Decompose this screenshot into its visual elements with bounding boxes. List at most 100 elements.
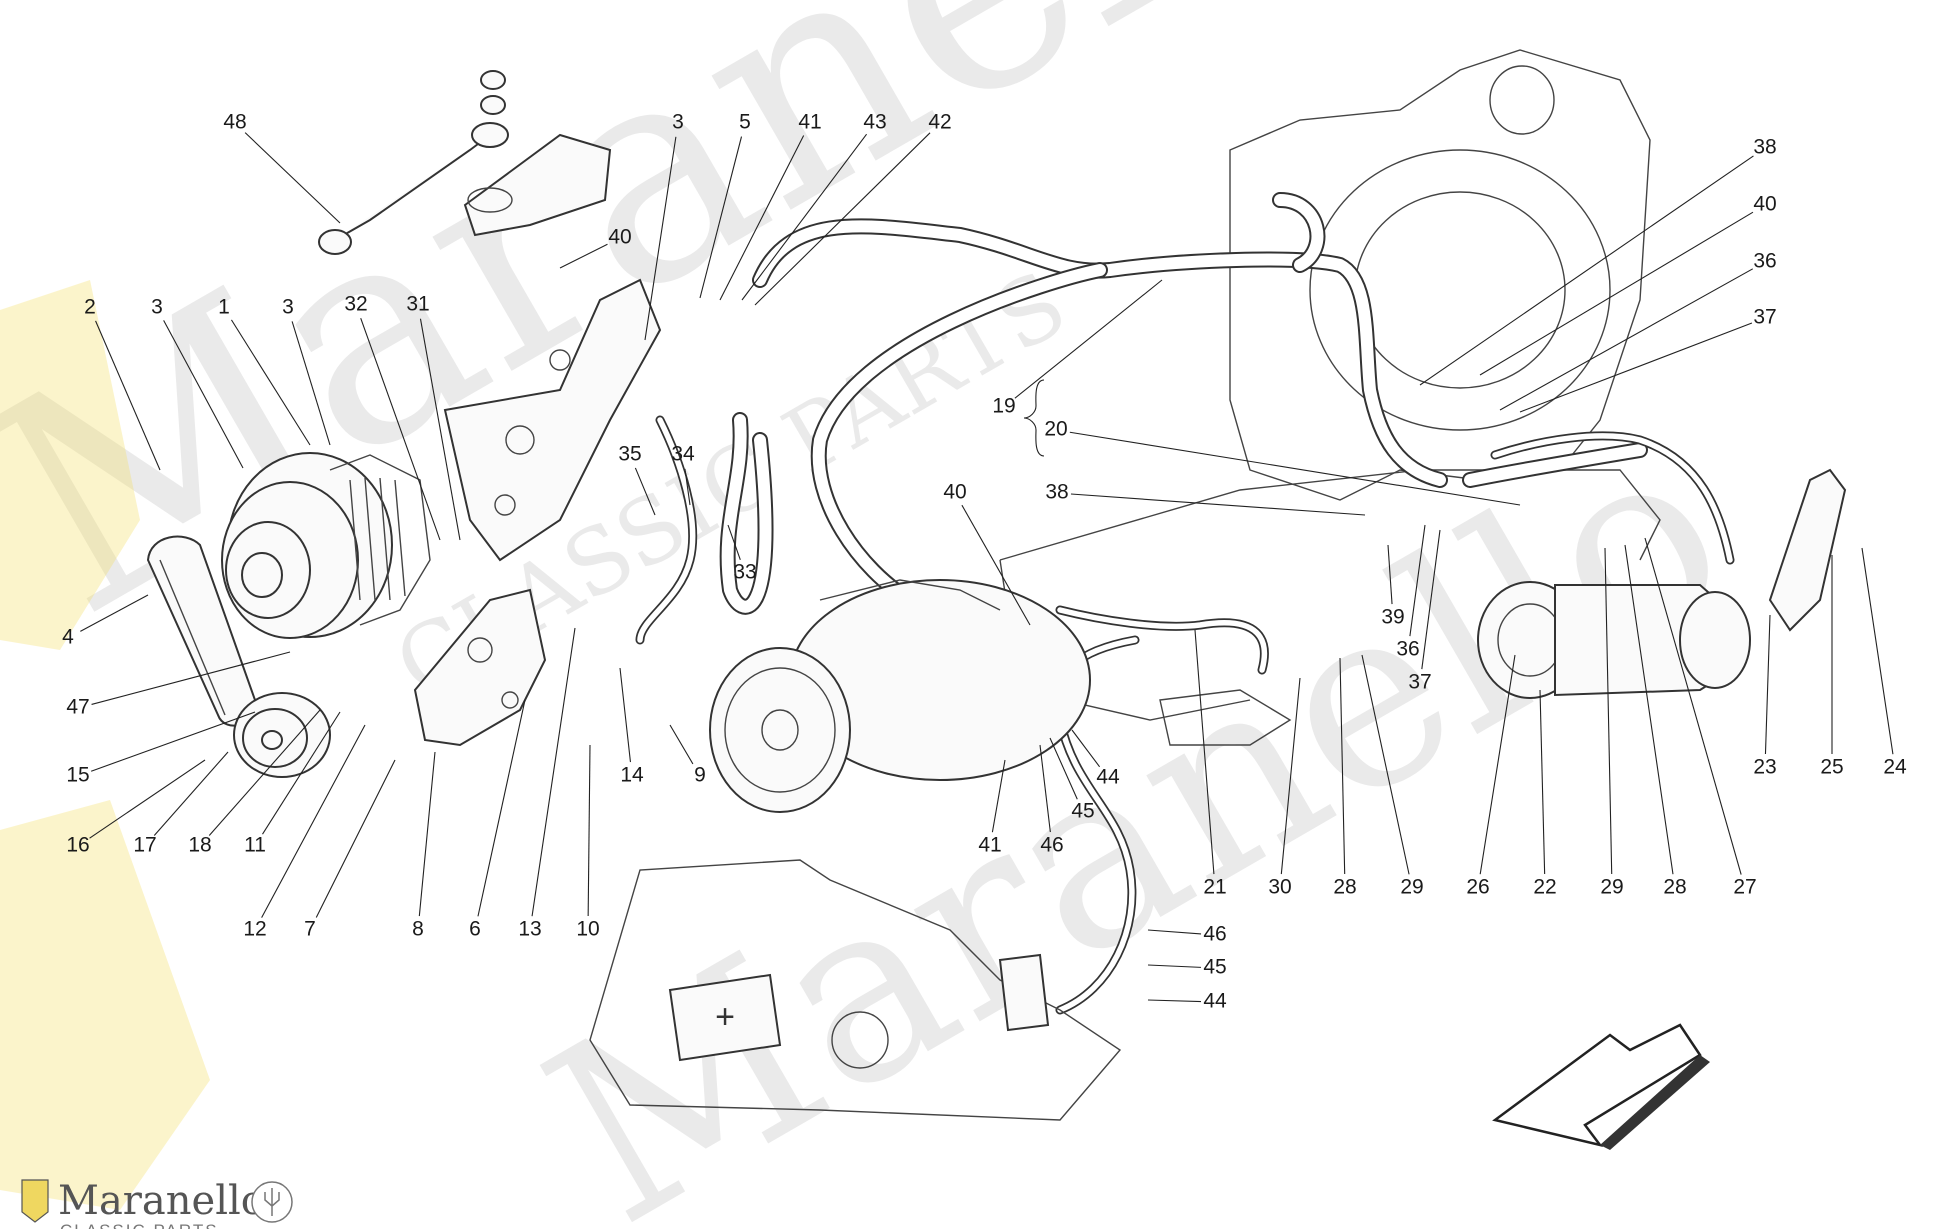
callout-c15[interactable]: 15 [66, 711, 256, 787]
callout-c45a[interactable]: 45 [1049, 737, 1095, 823]
callout-c4[interactable]: 4 [62, 594, 149, 649]
part-number-label[interactable]: 42 [928, 111, 951, 134]
part-number-label[interactable]: 16 [66, 834, 89, 857]
callout-c27[interactable]: 27 [1644, 537, 1757, 899]
callout-c35[interactable]: 35 [618, 443, 656, 516]
callout-c37b[interactable]: 37 [1408, 529, 1441, 694]
part-number-label[interactable]: 15 [66, 764, 89, 787]
part-number-label[interactable]: 37 [1408, 671, 1431, 694]
part-number-label[interactable]: 6 [469, 918, 481, 941]
part-number-label[interactable]: 27 [1733, 876, 1756, 899]
callout-c34[interactable]: 34 [671, 443, 695, 506]
callout-c46b[interactable]: 46 [1147, 923, 1227, 946]
callout-c37a[interactable]: 37 [1519, 306, 1777, 413]
part-number-label[interactable]: 14 [620, 764, 644, 787]
callout-c12[interactable]: 12 [243, 724, 366, 941]
part-number-label[interactable]: 48 [223, 111, 246, 134]
callout-c2[interactable]: 2 [84, 296, 161, 471]
callout-c38a[interactable]: 38 [1419, 136, 1777, 386]
callout-c23[interactable]: 23 [1753, 614, 1777, 779]
part-number-label[interactable]: 35 [618, 443, 641, 466]
callout-c1[interactable]: 1 [218, 296, 311, 446]
part-number-label[interactable]: 41 [978, 834, 1001, 857]
callout-c9[interactable]: 9 [669, 724, 706, 787]
part-number-label[interactable]: 4 [62, 626, 74, 649]
callout-c19[interactable]: 19 [992, 279, 1163, 418]
callout-c43[interactable]: 43 [741, 111, 887, 301]
callout-c33[interactable]: 33 [727, 524, 757, 584]
part-number-label[interactable]: 43 [863, 111, 886, 134]
part-number-label[interactable]: 45 [1071, 800, 1094, 823]
part-number-label[interactable]: 28 [1333, 876, 1356, 899]
part-number-label[interactable]: 40 [943, 481, 966, 504]
part-number-label[interactable]: 46 [1040, 834, 1063, 857]
callout-c17[interactable]: 17 [133, 751, 229, 857]
callout-c3b[interactable]: 3 [151, 296, 244, 469]
part-number-label[interactable]: 3 [151, 296, 163, 319]
callout-c28a[interactable]: 28 [1333, 657, 1357, 899]
callout-c36a[interactable]: 36 [1499, 250, 1777, 411]
callout-c26[interactable]: 26 [1466, 654, 1516, 899]
callout-c8[interactable]: 8 [412, 751, 436, 941]
callout-c45b[interactable]: 45 [1147, 956, 1227, 979]
part-number-label[interactable]: 1 [218, 296, 230, 319]
callout-c32[interactable]: 32 [344, 293, 441, 541]
part-number-label[interactable]: 24 [1883, 756, 1907, 779]
part-number-label[interactable]: 2 [84, 296, 96, 319]
part-number-label[interactable]: 40 [608, 226, 631, 249]
part-number-label[interactable]: 7 [304, 918, 316, 941]
part-number-label[interactable]: 21 [1203, 876, 1226, 899]
part-number-label[interactable]: 46 [1203, 923, 1226, 946]
part-number-label[interactable]: 22 [1533, 876, 1556, 899]
callout-c3c[interactable]: 3 [282, 296, 331, 446]
part-number-label[interactable]: 13 [518, 918, 541, 941]
part-number-label[interactable]: 26 [1466, 876, 1489, 899]
part-number-label[interactable]: 18 [188, 834, 211, 857]
part-number-label[interactable]: 36 [1396, 638, 1419, 661]
callout-c38b[interactable]: 38 [1045, 481, 1366, 516]
part-number-label[interactable]: 12 [243, 918, 266, 941]
part-number-label[interactable]: 38 [1045, 481, 1068, 504]
part-number-label[interactable]: 44 [1096, 766, 1120, 789]
callout-c24[interactable]: 24 [1861, 547, 1907, 779]
part-number-label[interactable]: 9 [694, 764, 706, 787]
part-number-label[interactable]: 38 [1753, 136, 1776, 159]
part-number-label[interactable]: 29 [1600, 876, 1623, 899]
callout-c48[interactable]: 48 [223, 111, 341, 224]
callout-c22[interactable]: 22 [1533, 689, 1557, 899]
callout-c6[interactable]: 6 [469, 699, 526, 941]
callout-c39[interactable]: 39 [1381, 544, 1405, 629]
callout-c30[interactable]: 30 [1268, 677, 1301, 899]
callout-c5[interactable]: 5 [699, 111, 751, 299]
part-number-label[interactable]: 41 [798, 111, 821, 134]
callout-c14[interactable]: 14 [619, 667, 644, 787]
callout-c25[interactable]: 25 [1820, 555, 1844, 779]
callout-c29b[interactable]: 29 [1600, 547, 1624, 899]
callout-c13[interactable]: 13 [518, 627, 576, 941]
part-number-label[interactable]: 20 [1044, 418, 1067, 441]
part-number-label[interactable]: 34 [671, 443, 695, 466]
callout-c44a[interactable]: 44 [1071, 729, 1120, 789]
callout-c46a[interactable]: 46 [1039, 744, 1064, 857]
part-number-label[interactable]: 8 [412, 918, 424, 941]
callout-c7[interactable]: 7 [304, 759, 396, 941]
callout-c11[interactable]: 11 [244, 711, 341, 857]
part-number-label[interactable]: 19 [992, 395, 1015, 418]
part-number-label[interactable]: 25 [1820, 756, 1843, 779]
callout-c40a[interactable]: 40 [559, 226, 632, 269]
callout-c28b[interactable]: 28 [1624, 544, 1687, 899]
part-number-label[interactable]: 36 [1753, 250, 1776, 273]
callout-c47[interactable]: 47 [66, 651, 291, 719]
part-number-label[interactable]: 37 [1753, 306, 1776, 329]
part-number-label[interactable]: 3 [282, 296, 294, 319]
part-number-label[interactable]: 11 [244, 834, 266, 857]
callout-c10[interactable]: 10 [576, 744, 600, 941]
callout-c42[interactable]: 42 [754, 111, 952, 306]
callout-c3a[interactable]: 3 [644, 111, 684, 341]
callout-c16[interactable]: 16 [66, 759, 206, 857]
part-number-label[interactable]: 33 [733, 561, 756, 584]
part-number-label[interactable]: 44 [1203, 990, 1227, 1013]
callout-c36b[interactable]: 36 [1396, 524, 1426, 661]
part-number-label[interactable]: 31 [406, 293, 429, 316]
part-number-label[interactable]: 32 [344, 293, 367, 316]
